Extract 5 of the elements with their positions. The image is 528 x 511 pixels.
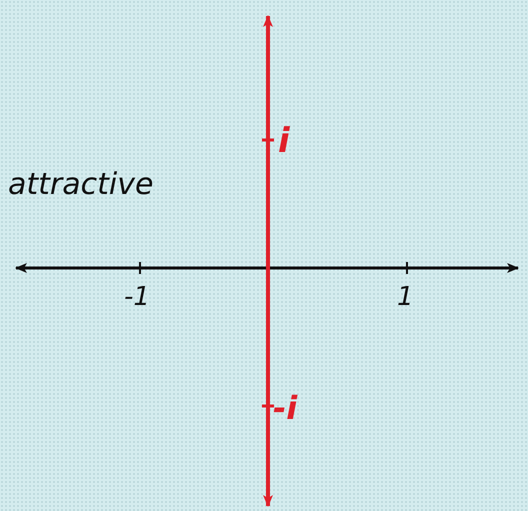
axis-label: -i (273, 392, 298, 424)
tick-label: -1 (124, 284, 150, 310)
annotation-text: attractive (8, 170, 154, 200)
axis-label: i (278, 124, 290, 158)
tick-label: 1 (397, 284, 414, 310)
